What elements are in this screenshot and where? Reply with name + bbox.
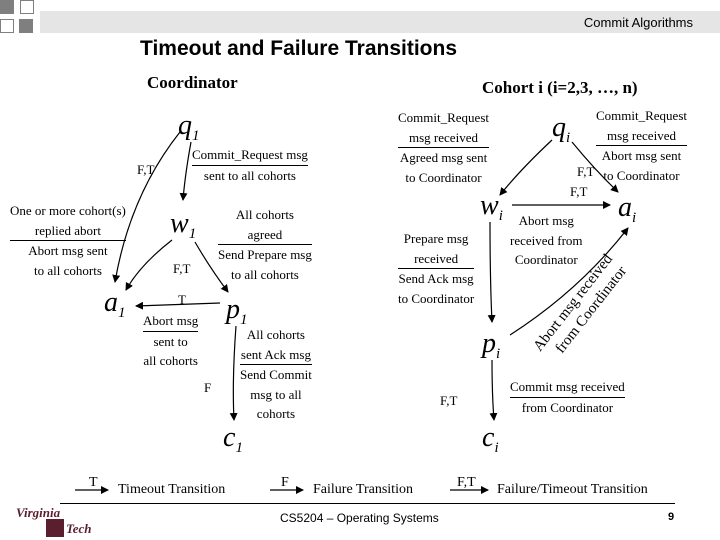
label-pi-ci: Commit msg received from Coordinator — [510, 379, 625, 415]
label-p1-a1: Abort msg sent to all cohorts — [143, 313, 199, 368]
legend-tag-failure: F — [281, 475, 289, 490]
arrow-q1-a1 — [112, 131, 181, 283]
tag-qi-ai: F,T — [577, 164, 595, 179]
legend-text-timeout: Timeout Transition — [118, 482, 226, 497]
label-qi-ai: Commit_Request msg received Abort msg se… — [596, 108, 687, 183]
tag-p1-a1: T — [178, 292, 186, 307]
page-title: Timeout and Failure Transitions — [140, 37, 457, 60]
arrow-w1-a1 — [125, 239, 173, 291]
arrow-qi-wi — [499, 139, 553, 196]
state-c1: c1 — [223, 422, 243, 457]
label-p1-c1: All cohorts sent Ack msg Send Commit msg… — [240, 327, 312, 421]
arrow-pi-ai — [509, 227, 629, 336]
label-wi-pi: Prepare msg received Send Ack msg to Coo… — [398, 231, 475, 306]
arrow-qi-ai — [571, 141, 619, 193]
state-ci: ci — [482, 422, 499, 457]
footer-rule — [60, 503, 675, 504]
arrow-wi-pi — [487, 221, 496, 323]
corner-square — [0, 19, 14, 33]
coordinator-heading: Coordinator — [147, 73, 238, 92]
header-bar — [40, 11, 720, 33]
arrow-pi-ci — [489, 359, 498, 421]
legend-tag-timeout: T — [89, 475, 98, 490]
virginia-tech-logo: Virginia Tech — [16, 505, 96, 539]
corner-square — [19, 19, 33, 33]
label-q1-w1: Commit_Request msg sent to all cohorts — [192, 147, 308, 183]
state-w1: w1 — [170, 208, 197, 243]
arrow-w1-p1 — [194, 241, 229, 293]
state-a1: a1 — [104, 287, 126, 322]
state-q1: q1 — [178, 110, 200, 145]
page-number: 9 — [668, 511, 675, 523]
state-wi: wi — [480, 190, 503, 225]
arrow-p1-a1 — [135, 301, 221, 310]
tag-q1-a1: F,T — [137, 162, 155, 177]
label-qi-wi: Commit_Request msg received Agreed msg s… — [398, 110, 489, 185]
logo-line1: Virginia — [16, 505, 61, 520]
label-wi-ai: Abort msg received from Coordinator — [510, 213, 583, 267]
cohort-heading: Cohort i (i=2,3, …, n) — [482, 78, 638, 97]
arrow-p1-c1 — [229, 325, 238, 421]
corner-decoration — [0, 0, 36, 36]
course-footer: CS5204 – Operating Systems — [280, 511, 439, 525]
tag-pi-ci: F,T — [440, 393, 458, 408]
legend-text-failure: Failure Transition — [313, 482, 413, 497]
state-pi: pi — [482, 328, 501, 363]
state-qi: qi — [552, 112, 571, 147]
label-w1-a1: One or more cohort(s) replied abort Abor… — [10, 203, 126, 278]
section-label: Commit Algorithms — [583, 15, 693, 30]
tag-wi-ai: F,T — [570, 184, 588, 199]
corner-square — [20, 0, 34, 14]
tag-p1-c1: F — [204, 380, 212, 395]
arrow-q1-w1 — [179, 141, 192, 201]
legend-tag-failure-timeout: F,T — [457, 475, 476, 490]
corner-square — [0, 0, 14, 14]
state-p1: p1 — [226, 294, 248, 329]
tag-w1-a1: F,T — [173, 261, 191, 276]
legend-text-failure-timeout: Failure/Timeout Transition — [497, 482, 648, 497]
logo-line2: Tech — [66, 521, 92, 536]
state-ai: ai — [618, 192, 637, 227]
label-w1-p1: All cohorts agreed Send Prepare msg to a… — [218, 207, 312, 282]
logo-mark — [46, 519, 64, 537]
